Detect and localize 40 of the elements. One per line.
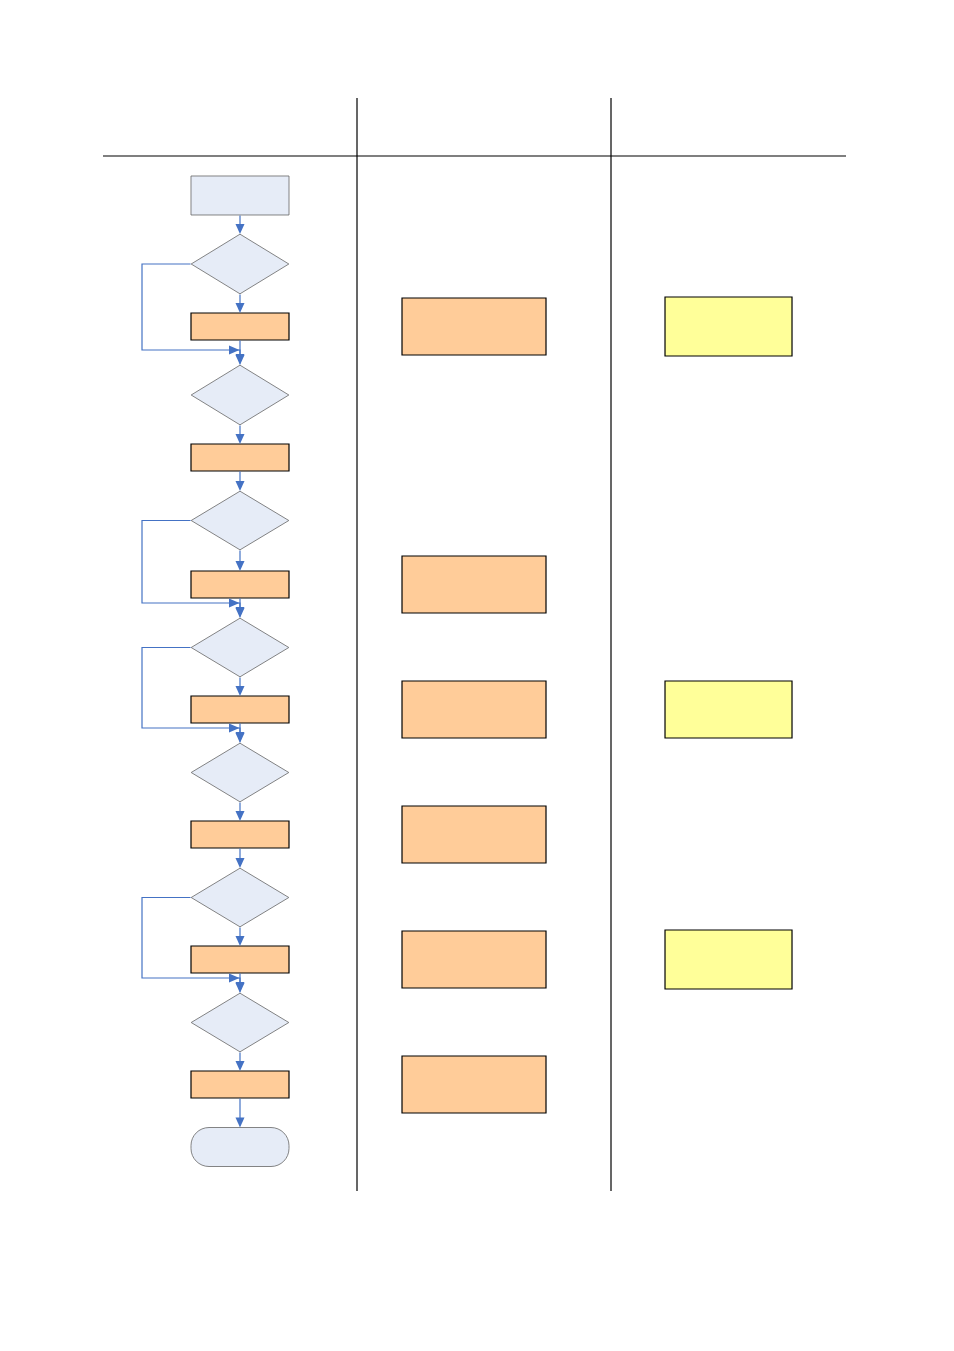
arrow — [235, 723, 245, 743]
process-box — [190, 820, 290, 849]
process-box — [401, 1055, 547, 1114]
arrow — [235, 973, 245, 993]
process-box — [401, 805, 547, 864]
start-box — [190, 175, 290, 216]
decision-diamond — [190, 742, 290, 803]
process-box — [664, 929, 793, 990]
process-box — [401, 930, 547, 989]
arrow — [235, 598, 245, 618]
process-box — [401, 297, 547, 356]
process-box — [190, 1070, 290, 1099]
process-box — [190, 312, 290, 341]
arrow — [235, 1098, 245, 1128]
arrow — [235, 926, 245, 946]
decision-diamond — [190, 233, 290, 295]
decision-diamond — [190, 617, 290, 678]
arrow — [235, 214, 245, 234]
arrow — [235, 293, 245, 313]
arrow — [235, 848, 245, 868]
arrow — [235, 1051, 245, 1071]
arrow — [235, 549, 245, 571]
arrow — [235, 471, 245, 491]
arrow — [235, 676, 245, 696]
process-box — [664, 296, 793, 357]
decision-diamond — [190, 992, 290, 1053]
end-terminal — [190, 1127, 290, 1167]
process-box — [190, 945, 290, 974]
process-box — [401, 680, 547, 739]
process-box — [190, 570, 290, 599]
process-box — [190, 695, 290, 724]
process-box — [190, 443, 290, 472]
process-box — [401, 555, 547, 614]
arrow — [235, 340, 245, 365]
arrow — [235, 801, 245, 821]
decision-diamond — [190, 867, 290, 928]
decision-diamond — [190, 490, 290, 551]
arrow — [235, 424, 245, 444]
decision-diamond — [190, 364, 290, 426]
process-box — [664, 680, 793, 739]
